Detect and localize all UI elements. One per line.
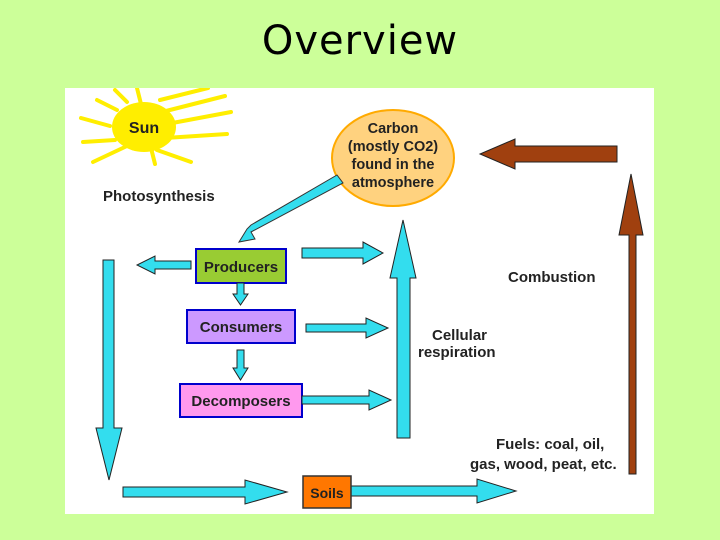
combustion-label: Combustion [508,269,596,286]
consumers-right-arrow [305,317,390,339]
carbon-label-line-1: Carbon [368,121,419,137]
respiration-up-arrow [389,219,417,439]
fuels-label-line-1: Fuels: coal, oil, [496,436,604,453]
sun-label: Sun [129,120,159,137]
cellular-respiration-label-line-1: Cellular [432,327,487,344]
producers-left-arrow [135,255,192,275]
carbon-circle [331,109,455,207]
producers-to-consumers-arrow [232,282,249,306]
producers-label: Producers [204,259,278,276]
combustion-left-arrow [478,138,618,170]
consumers-to-decomposers-arrow [232,349,249,381]
diagram-panel: Sun Carbon (mostly CO2) found in the atm… [65,88,654,514]
carbon-label-line-4: atmosphere [352,175,434,191]
soils-box [302,475,352,509]
producers-right-arrow [301,241,385,265]
soils-label: Soils [310,485,344,501]
from-soils-arrow [350,478,518,504]
slide-title: Overview [261,18,459,64]
consumers-box [186,309,296,344]
fuels-label-line-2: gas, wood, peat, etc. [470,456,617,473]
photosynthesis-label: Photosynthesis [103,188,215,205]
combustion-up-arrow [618,173,644,475]
photosynthesis-arrow [237,174,344,243]
producers-box [195,248,287,284]
carbon-cycle-diagram: Sun Carbon (mostly CO2) found in the atm… [79,88,644,509]
cellular-respiration-label-line-2: respiration [418,344,496,361]
carbon-label-line-2: (mostly CO2) [348,139,438,155]
carbon-label-line-3: found in the [352,157,435,173]
decomposers-label: Decomposers [191,393,290,410]
to-soils-arrow [122,479,289,505]
sun-circle [112,102,176,152]
decomposers-right-arrow [301,389,393,411]
consumers-label: Consumers [200,319,283,336]
left-down-arrow [95,259,123,481]
